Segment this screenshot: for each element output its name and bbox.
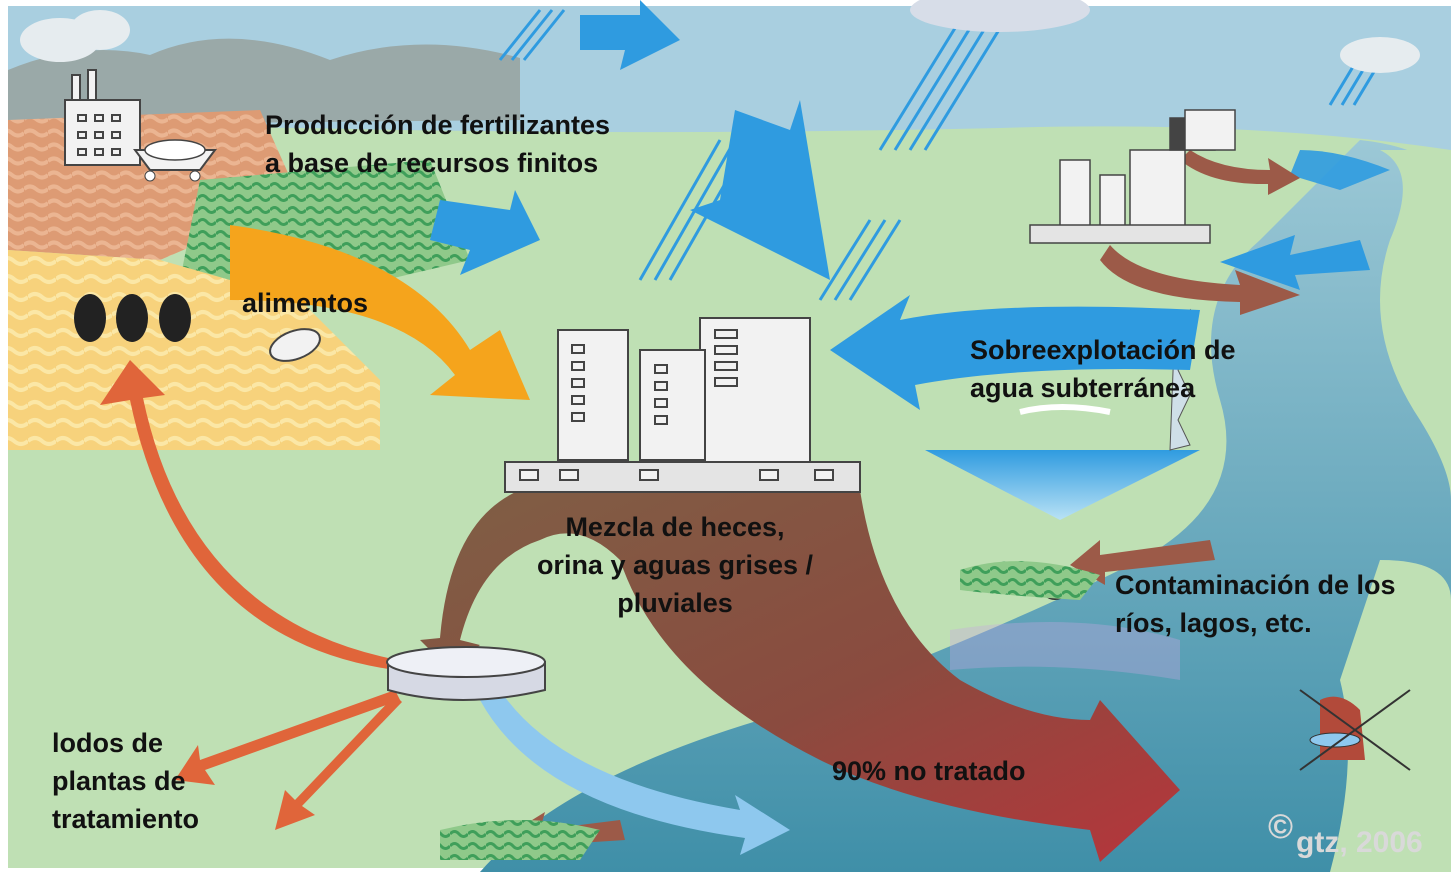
- grain-icon: [74, 294, 191, 342]
- fertilizer-label-line: a base de recursos finitos: [265, 148, 599, 178]
- river: [480, 140, 1451, 872]
- wastewater-arrow: [420, 490, 1180, 862]
- groundwater-label: Sobreexplotación de agua subterránea: [970, 331, 1236, 407]
- fertilizer-label: Producción de fertilizantes a base de re…: [265, 106, 610, 182]
- sludge-label-line: lodos de: [52, 728, 164, 758]
- sludge-label-line: tratamiento: [52, 804, 200, 834]
- mixture-label-line: Mezcla de heces,: [565, 512, 785, 542]
- no-drinking-icon: [1299, 689, 1411, 771]
- crop-patch: [960, 561, 1100, 600]
- contamination-label-line: ríos, lagos, etc.: [1115, 608, 1312, 638]
- town-outflow-arrow: [1180, 150, 1300, 195]
- mixture-label-line: pluviales: [617, 588, 733, 618]
- contamination-label-line: Contaminación de los: [1115, 570, 1396, 600]
- city-icon: [504, 317, 861, 493]
- small-city-icon: [1029, 109, 1236, 244]
- food-label: alimentos: [242, 288, 369, 318]
- treatment-plant-icon: [386, 646, 546, 701]
- river-bank-lower: [1330, 560, 1451, 872]
- shallows: [950, 622, 1180, 680]
- sludge-label: lodos de plantas de tratamiento: [52, 724, 199, 838]
- water-arrows: [430, 0, 1390, 410]
- factory-icon: [64, 69, 141, 166]
- food-arrow: [230, 225, 530, 400]
- copyright-text: gtz, 2006: [1296, 826, 1423, 859]
- cloud-icon: [20, 0, 1420, 73]
- groundwater-label-line: agua subterránea: [970, 373, 1196, 403]
- ship-icon: [133, 139, 217, 182]
- aquifer: [925, 450, 1200, 520]
- sludge-arrows: [100, 360, 402, 830]
- bread-icon: [269, 328, 321, 362]
- river-bank: [1380, 150, 1451, 500]
- groundwater-label-line: Sobreexplotación de: [970, 335, 1236, 365]
- mixture-label: Mezcla de heces, orina y aguas grises / …: [500, 508, 850, 622]
- sludge-label-line: plantas de: [52, 766, 186, 796]
- copyright-symbol: ©: [1268, 808, 1294, 846]
- crop-patch-lower: [440, 820, 600, 860]
- treated-water-arrow: [480, 690, 790, 855]
- contamination-arrow: [1070, 540, 1215, 585]
- water-table: [1019, 404, 1111, 415]
- untreated-label: 90% no tratado: [832, 756, 1026, 786]
- city-outflow-arrow: [1100, 245, 1300, 315]
- contamination-label: Contaminación de los ríos, lagos, etc.: [1115, 566, 1396, 642]
- mixture-label-line: orina y aguas grises /: [536, 550, 814, 580]
- fertilizer-label-line: Producción de fertilizantes: [265, 110, 611, 140]
